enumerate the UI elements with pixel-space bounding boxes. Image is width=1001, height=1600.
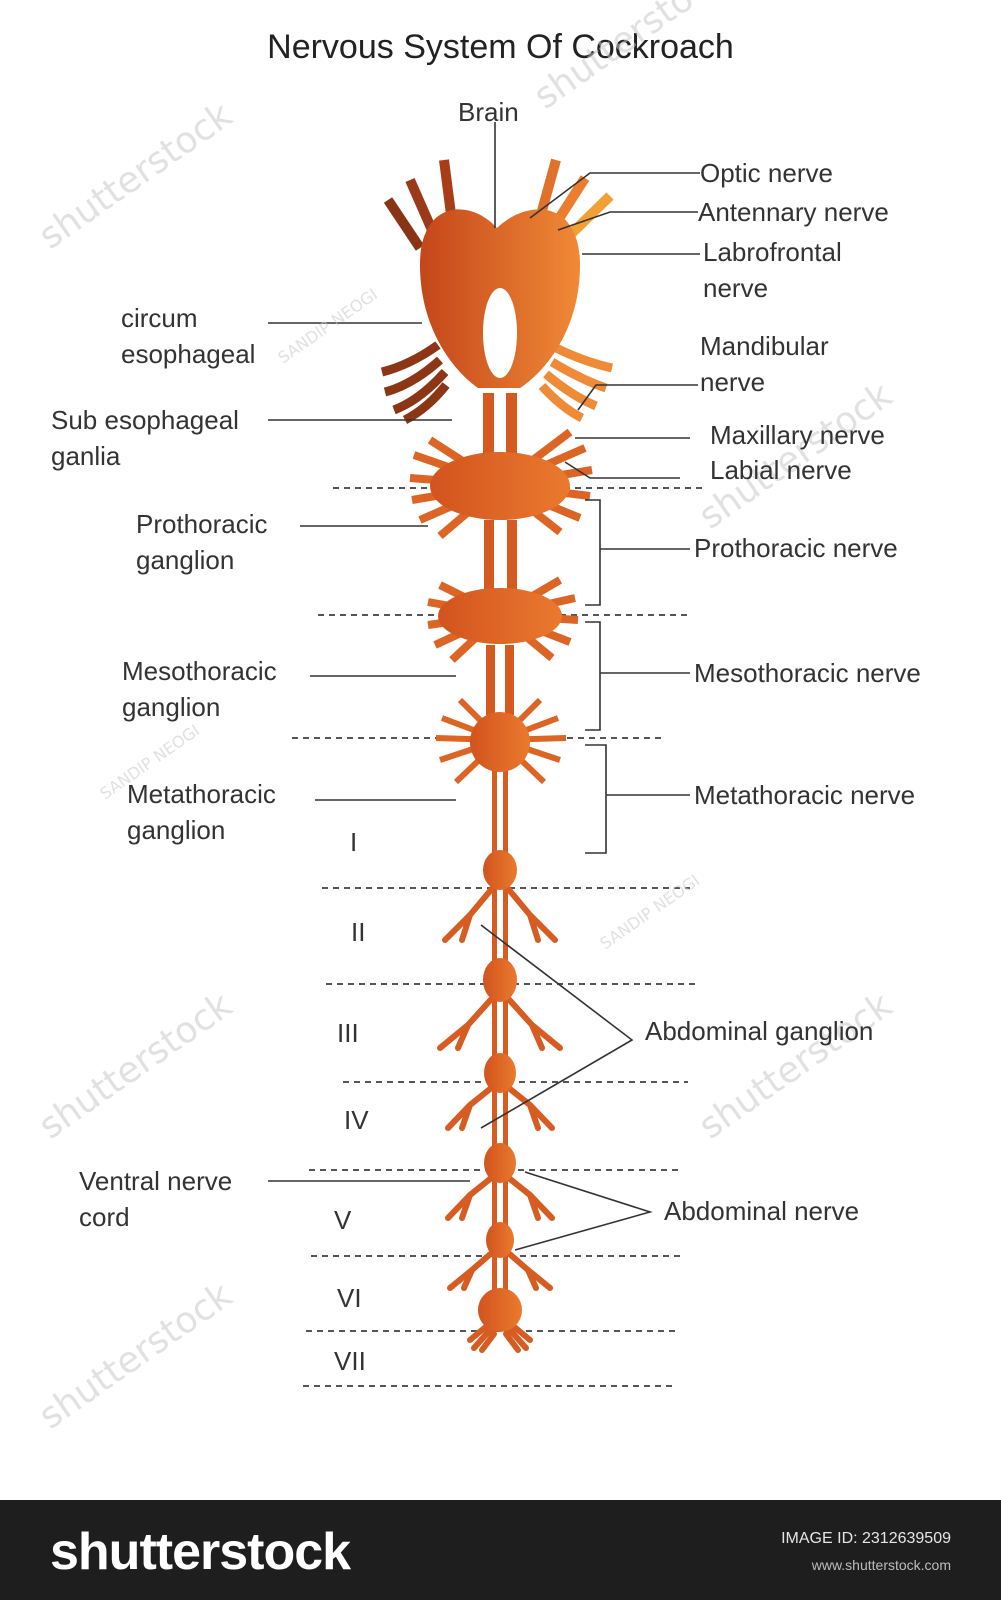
segment-label: II	[351, 917, 366, 947]
mesothoracic-ganglion-label: Mesothoracic ganglion	[122, 656, 277, 722]
segment-label: IV	[344, 1105, 369, 1135]
antennary-nerve-label: Antennary nerve	[698, 197, 889, 227]
author-watermark: SANDIP NEOGI	[274, 285, 381, 368]
mesothoracic-nerve-label: Mesothoracic nerve	[694, 658, 921, 688]
labial-nerve-label: Labial nerve	[710, 455, 852, 485]
stock-watermark: shutterstock	[32, 95, 240, 258]
brain-label: Brain	[458, 97, 519, 127]
diagram-title: Nervous System Of Cockroach	[267, 28, 734, 66]
segment-label: VI	[337, 1283, 362, 1313]
nervous-system-illustration: SANDIP NEOGI SANDIP NEOGI SANDIP NEOGI s…	[32, 0, 900, 1438]
site-url[interactable]: www.shutterstock.com	[811, 1557, 951, 1573]
abdominal-ganglia	[437, 882, 563, 1353]
diagram-canvas: Nervous System Of Cockroach	[31, 0, 921, 1438]
prothoracic-ganglion-label: Prothoracic ganglion	[136, 509, 268, 575]
segment-label: V	[334, 1205, 352, 1235]
metathoracic-ganglion-label: Metathoracic ganglion	[127, 779, 276, 845]
mandibular-nerve-label: Mandibular nerve	[700, 331, 829, 397]
stock-watermark: shutterstock	[32, 1275, 240, 1438]
sub-esophageal-label: Sub esophageal ganlia	[51, 405, 239, 471]
abdominal-ganglion-bodies	[478, 850, 522, 1332]
abdominal-nerve-label: Abdominal nerve	[664, 1196, 860, 1226]
circum-esophageal-label: circum esophageal	[121, 303, 256, 369]
maxillary-nerve-label: Maxillary nerve	[710, 420, 885, 450]
stock-footer: shutterstock IMAGE ID: 2312639509 www.sh…	[0, 1500, 1001, 1600]
segment-label: VII	[334, 1346, 366, 1376]
author-watermark: SANDIP NEOGI	[596, 871, 703, 954]
abdominal-ganglion-label: Abdominal ganglion	[645, 1016, 874, 1046]
segment-label: I	[350, 827, 358, 857]
ventral-nerve-cord-label: Ventral nerve cord	[79, 1166, 233, 1232]
prothoracic-nerve-label: Prothoracic nerve	[694, 533, 898, 563]
connectives	[483, 393, 517, 715]
leader-lines	[268, 122, 700, 1251]
prothoracic-ganglion	[427, 576, 579, 663]
ventral-nerve-cord	[492, 770, 508, 1300]
stock-watermark: shutterstock	[527, 0, 735, 117]
image-id: IMAGE ID: 2312639509	[781, 1530, 951, 1547]
segment-label: III	[337, 1018, 359, 1048]
sub-esophageal-ganglion	[409, 428, 593, 540]
labrofrontal-nerve-label: Labrofrontal nerve	[703, 237, 842, 303]
brand-logo: shutterstock	[50, 1523, 351, 1581]
stock-watermark: shutterstock	[32, 985, 240, 1148]
esophageal-foramen	[483, 288, 517, 378]
mesothoracic-ganglion	[435, 697, 567, 785]
optic-nerve-label: Optic nerve	[700, 158, 833, 188]
metathoracic-nerve-label: Metathoracic nerve	[694, 780, 916, 810]
stock-watermark: shutterstock	[692, 985, 900, 1148]
